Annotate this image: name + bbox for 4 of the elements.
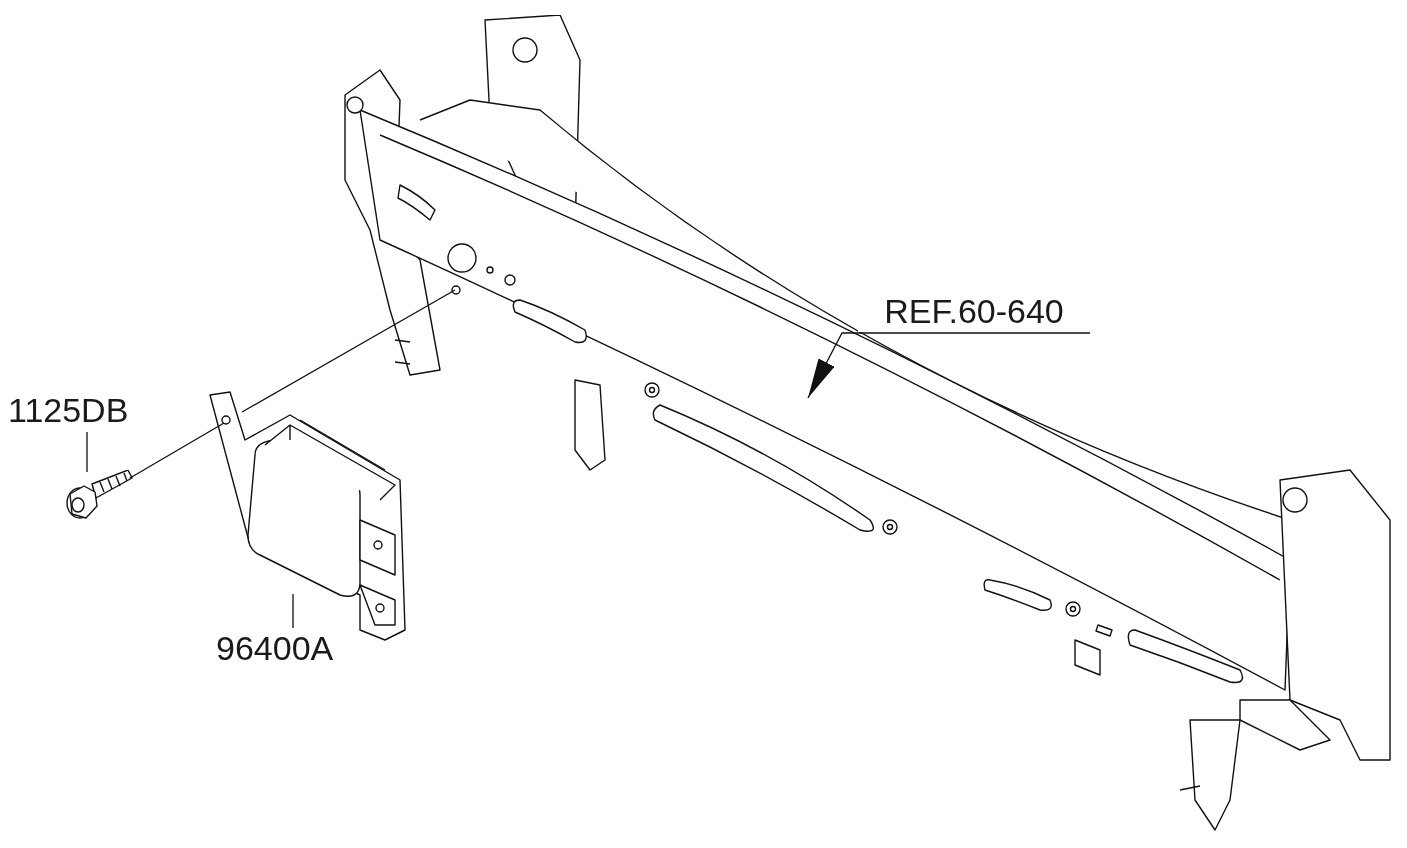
leader-line bbox=[241, 289, 456, 413]
leader-line bbox=[86, 431, 88, 473]
leader-arrow bbox=[807, 332, 1091, 399]
leader-line bbox=[292, 593, 294, 629]
